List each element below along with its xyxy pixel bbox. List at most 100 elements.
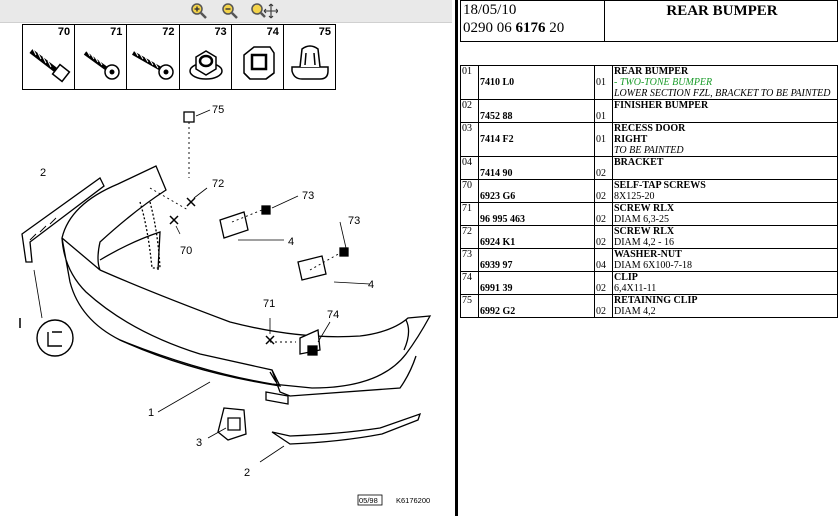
part-name: REAR BUMPER: [614, 66, 689, 77]
part-ref-cell: 72: [460, 225, 479, 249]
part-qty: 02: [596, 214, 606, 225]
part-qty: 01: [596, 134, 606, 145]
thumbnail-screw[interactable]: 70: [23, 25, 76, 89]
thumbnail-screw-rlx[interactable]: 71: [75, 25, 128, 89]
part-qty-cell: 01: [594, 122, 613, 157]
header-code: 0290 06 6176 20: [463, 20, 565, 36]
part-name: WASHER-NUT: [614, 249, 682, 260]
part-ref: 71: [462, 203, 472, 214]
part-number: 6939 97: [480, 260, 513, 271]
part-number: 7452 88: [480, 111, 513, 122]
part-qty-cell: 02: [594, 179, 613, 203]
part-detail: DIAM 4,2: [614, 306, 656, 317]
header-date: 18/05/10: [463, 2, 517, 18]
part-qty: 02: [596, 191, 606, 202]
callout-2: 2: [40, 167, 46, 179]
fastener-thumbnails: 70 71 72 73 74 75: [22, 24, 336, 90]
part-qty: 02: [596, 306, 606, 317]
part-detail: RIGHT: [614, 134, 648, 145]
diagram-date: 05/98: [359, 496, 378, 505]
part-number: 7414 F2: [480, 134, 514, 145]
part-ref-cell: 04: [460, 156, 479, 180]
part-number-cell: 7410 L0: [478, 65, 595, 100]
part-qty-cell: 01: [594, 65, 613, 100]
callout-71: 71: [263, 298, 275, 310]
part-detail: DIAM 6,3-25: [614, 214, 669, 225]
part-name: SCREW RLX: [614, 226, 675, 237]
part-qty-cell: 01: [594, 99, 613, 123]
callout-3: 3: [196, 437, 202, 449]
part-number: 6923 G6: [480, 191, 516, 202]
thumbnail-number: 74: [266, 26, 279, 38]
callout-70: 70: [180, 245, 192, 257]
part-number-cell: 96 995 463: [478, 202, 595, 226]
part-number: 6924 K1: [480, 237, 516, 248]
callout-75: 75: [212, 104, 224, 116]
part-qty-cell: 02: [594, 156, 613, 180]
thumbnail-screw-rlx-long[interactable]: 72: [127, 25, 180, 89]
part-qty: 02: [596, 283, 606, 294]
thumbnail-number: 72: [162, 26, 175, 38]
part-number-cell: 6992 G2: [478, 294, 595, 318]
part-ref: 03: [462, 123, 472, 134]
part-detail: DIAM 4,2 - 16: [614, 237, 674, 248]
part-ref-cell: 75: [460, 294, 479, 318]
header-reference: 18/05/10 0290 06 6176 20: [461, 1, 605, 41]
part-number-cell: 6991 39: [478, 271, 595, 295]
part-number-cell: 6924 K1: [478, 225, 595, 249]
part-number-cell: 7414 F2: [478, 122, 595, 157]
part-ref-cell: 70: [460, 179, 479, 203]
part-qty-cell: 02: [594, 271, 613, 295]
callout-74: 74: [327, 309, 339, 321]
zoom-in-icon[interactable]: [190, 2, 208, 20]
part-number: 6992 G2: [480, 306, 516, 317]
part-ref-cell: 02: [460, 99, 479, 123]
zoom-move-icon[interactable]: [250, 2, 279, 20]
part-name: RECESS DOOR: [614, 123, 686, 134]
part-name: SCREW RLX: [614, 203, 675, 214]
part-qty: 01: [596, 77, 606, 88]
callout-1: 1: [148, 407, 154, 419]
part-number: 6991 39: [480, 283, 513, 294]
part-name: RETAINING CLIP: [614, 295, 698, 306]
zoom-out-icon[interactable]: [221, 2, 239, 20]
callout-73b: 73: [348, 215, 360, 227]
part-description-cell: BRACKET: [612, 156, 838, 180]
thumbnail-washer-nut[interactable]: 73: [180, 25, 232, 89]
part-qty-cell: 02: [594, 225, 613, 249]
part-qty: 04: [596, 260, 606, 271]
part-name: BRACKET: [614, 157, 664, 168]
part-number-cell: 7452 88: [478, 99, 595, 123]
thumbnail-clip[interactable]: 74: [232, 25, 284, 89]
part-qty-cell: 02: [594, 294, 613, 318]
callout-2b: 2: [244, 467, 250, 479]
part-qty: 01: [596, 111, 606, 122]
part-detail: - TWO-TONE BUMPER: [614, 77, 713, 88]
thumbnail-number: 75: [318, 26, 332, 38]
callout-72: 72: [212, 178, 224, 190]
part-qty-cell: 02: [594, 202, 613, 226]
page-title: REAR BUMPER: [666, 3, 778, 19]
part-ref-cell: 71: [460, 202, 479, 226]
thumbnail-retaining-clip[interactable]: 75: [284, 25, 335, 89]
part-detail: 8X125-20: [614, 191, 655, 202]
part-note: LOWER SECTION FZL, BRACKET TO BE PAINTED: [614, 88, 831, 99]
part-number-cell: 7414 90: [478, 156, 595, 180]
part-ref: 75: [462, 295, 472, 306]
part-ref: 70: [462, 180, 472, 191]
